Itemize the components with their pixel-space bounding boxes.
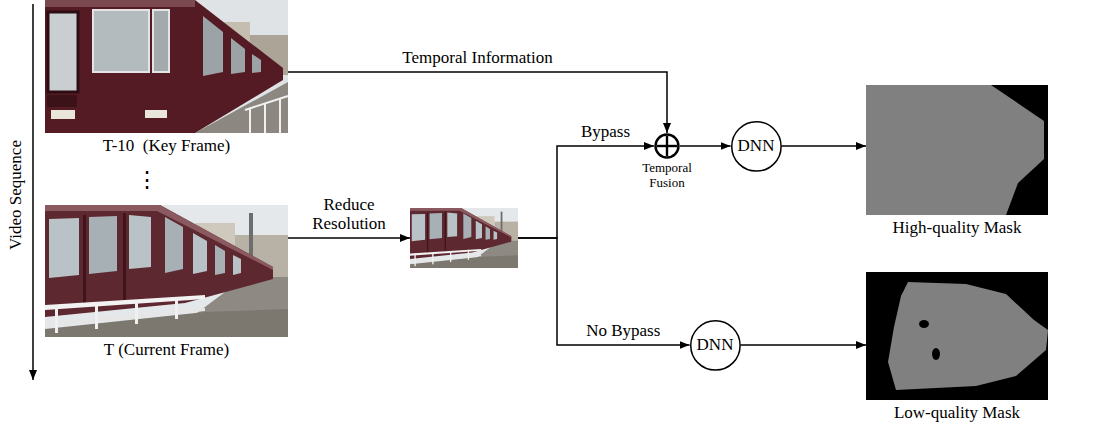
connector-arrow: [740, 344, 866, 346]
key-frame-node: T-10 (Key Frame): [45, 0, 288, 133]
time-axis-arrow: [32, 4, 34, 380]
mask-node: High-quality Mask: [866, 85, 1048, 215]
connector-arrow: [781, 145, 866, 147]
edge-label: Bypass: [579, 122, 632, 142]
high-quality-mask-image: [866, 85, 1048, 215]
caption-text: Temporal Fusion: [634, 161, 700, 191]
caption-block: T-10 (Key Frame): [103, 136, 230, 156]
connector-arrow: [518, 146, 654, 238]
edge-label: No Bypass: [584, 321, 662, 341]
key-frame-photo: [45, 0, 288, 133]
caption-text: T-10 (Key Frame): [103, 136, 230, 156]
fusion-node: Temporal Fusion: [654, 133, 680, 159]
dnn-circle: DNN: [731, 121, 782, 172]
axis-label: Video Sequence: [7, 140, 26, 250]
edge-label: Reduce Resolution: [304, 195, 394, 234]
caption-block: T (Current Frame): [104, 340, 229, 360]
caption-text: Low-quality Mask: [894, 403, 1020, 423]
reduced-frame-node: [410, 208, 518, 268]
node-label: DNN: [738, 137, 775, 156]
caption-text: T (Current Frame): [104, 340, 229, 360]
mask-node: Low-quality Mask: [866, 272, 1048, 400]
current-frame-photo: [45, 205, 288, 337]
caption-text: High-quality Mask: [893, 218, 1022, 238]
reduced-frame-photo: [410, 208, 518, 268]
edge-label: Temporal Information: [400, 48, 554, 68]
caption-block: High-quality Mask: [893, 218, 1022, 238]
ellipsis-mark: ⋮: [136, 168, 158, 192]
connector-arrow: [680, 145, 731, 147]
caption-block: Low-quality Mask: [894, 403, 1020, 423]
dnn-circle: DNN: [690, 320, 741, 371]
node-label: DNN: [697, 336, 734, 355]
low-quality-mask-image: [866, 272, 1048, 400]
connector-arrow: [288, 237, 410, 239]
fusion-symbol: [654, 133, 680, 159]
caption-block: Temporal Fusion: [634, 161, 700, 191]
connector-arrow: [518, 238, 690, 345]
current-frame-node: T (Current Frame): [45, 205, 288, 337]
